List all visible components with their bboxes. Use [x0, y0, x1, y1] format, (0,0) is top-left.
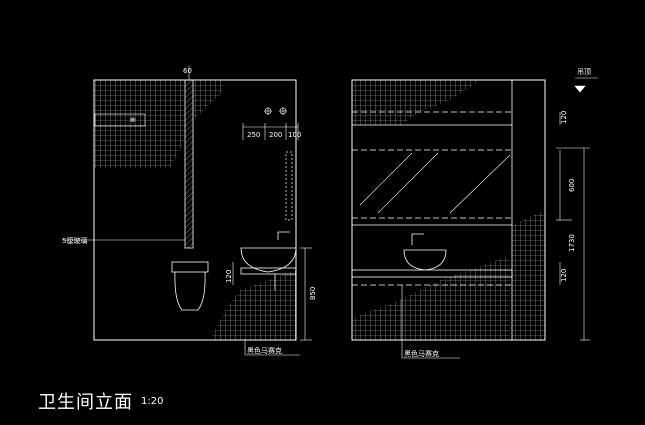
drawing-scale: 1:20 [141, 396, 164, 407]
left-floor-label: 黑色马赛克 [247, 346, 282, 355]
left-wall-outline [93, 79, 297, 341]
mirror-reflection [359, 152, 511, 214]
right-mirror-dim: 600 [568, 179, 576, 192]
ceiling-mark-label: 吊顶 [577, 68, 591, 76]
basin [240, 231, 297, 290]
right-mid-dim: 1730 [568, 234, 576, 252]
basin-dim-string [242, 123, 299, 140]
glass-partition [184, 79, 194, 249]
top-dim-label: 60 [183, 67, 192, 75]
left-vertical-dims [232, 247, 312, 341]
towel-hook [94, 113, 146, 127]
hook-glyph: ⊕ [130, 116, 136, 124]
left-mosaic-bottom [210, 270, 296, 340]
towel-rail [285, 151, 293, 221]
basin-dim-3: 100 [288, 131, 301, 139]
left-counter-dim: 120 [225, 270, 233, 283]
right-wall-outline [351, 79, 546, 341]
right-mosaic-column [512, 210, 545, 340]
left-mosaic-top-right [193, 80, 225, 120]
basin-dim-2: 200 [269, 131, 282, 139]
glass-label: 5厘玻璃 [62, 236, 87, 245]
drawing-title: 卫生间立面 [38, 392, 133, 413]
left-height-dim: 850 [309, 287, 317, 300]
right-elevation: 吊顶 120 600 1730 120 黑色马赛克 [351, 68, 598, 359]
left-elevation: 60 ⊕ 5厘玻璃 250 200 100 [62, 66, 317, 356]
basin-dim-1: 250 [247, 131, 260, 139]
left-mosaic-top [94, 80, 185, 168]
right-mosaic-top [352, 80, 480, 125]
right-top-dim: 120 [560, 111, 568, 124]
right-bands [352, 111, 512, 226]
right-counter-dim: 120 [560, 269, 568, 282]
right-mosaic-bottom [352, 255, 510, 340]
right-floor-label: 黑色马赛克 [404, 349, 439, 358]
faucet-symbols [264, 107, 287, 115]
ceiling-marker [574, 77, 598, 93]
right-basin [351, 233, 513, 286]
urinal [171, 261, 209, 311]
right-vertical-dims [556, 112, 590, 341]
